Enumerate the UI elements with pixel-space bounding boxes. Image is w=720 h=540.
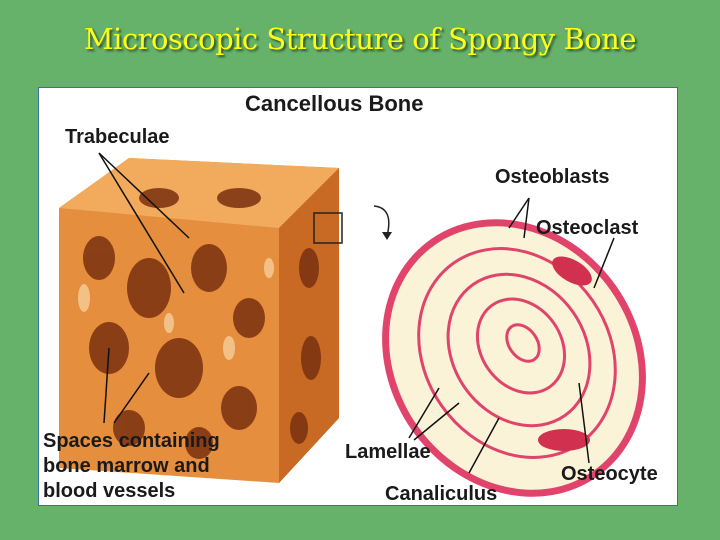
label-lamellae: Lamellae xyxy=(345,441,431,463)
slide-title: Microscopic Structure of Spongy Bone xyxy=(83,22,637,56)
label-osteoblasts: Osteoblasts xyxy=(495,166,610,188)
label-canaliculus: Canaliculus xyxy=(385,483,498,505)
label-spaces-line-1: Spaces containing xyxy=(43,430,220,452)
label-osteocyte: Osteocyte xyxy=(561,463,658,485)
diagram-heading: Cancellous Bone xyxy=(245,91,424,116)
label-trabeculae: Trabeculae xyxy=(65,126,170,148)
cancellous-bone-diagram: Cancellous Bone Trabeculae Osteoblasts O… xyxy=(38,87,678,506)
label-spaces-line-2: bone marrow and xyxy=(43,455,210,477)
label-spaces: Spaces containing bone marrow and blood … xyxy=(43,429,220,504)
diagram-illustration xyxy=(59,152,646,497)
label-osteoclast: Osteoclast xyxy=(536,217,639,239)
osteon-cross-section xyxy=(382,219,646,497)
label-spaces-line-3: blood vessels xyxy=(43,480,176,502)
label-pointers xyxy=(98,152,615,474)
